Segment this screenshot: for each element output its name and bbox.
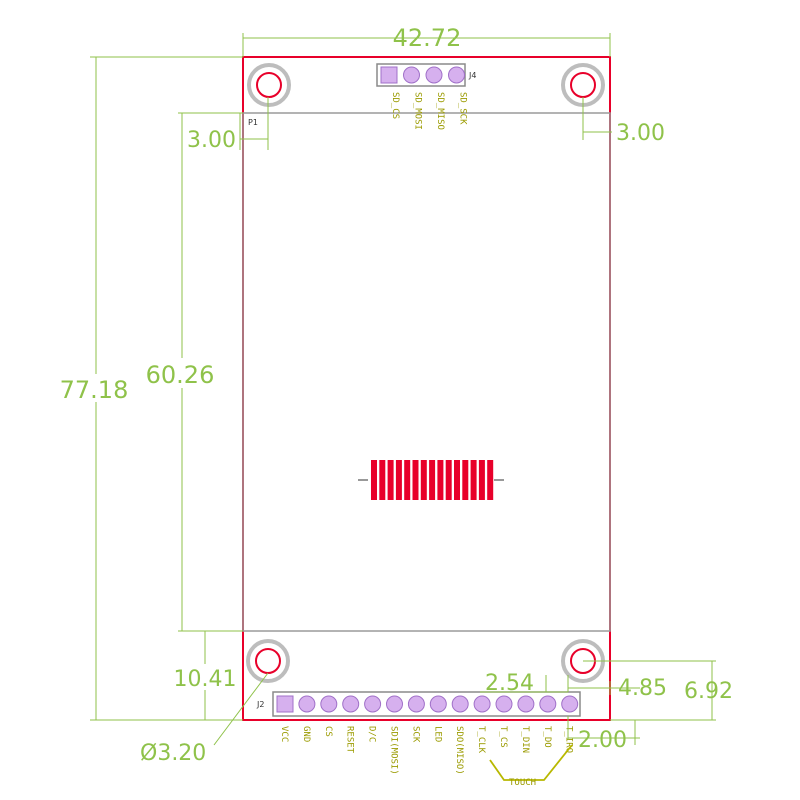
fpc-finger	[445, 460, 452, 500]
mounting-hole-bottom-left	[246, 639, 290, 683]
fpc-finger	[462, 460, 469, 500]
pin-pad	[451, 695, 469, 713]
svg-text:42.72: 42.72	[393, 24, 462, 52]
svg-text:3.00: 3.00	[616, 121, 665, 146]
svg-text:4.85: 4.85	[618, 676, 667, 701]
bottom-header-j2: J2 VCC GND CS RESET D/C SDI(MOSI) SCK LED SDO(MI…	[256, 691, 581, 775]
bottom-pin-label: T_DIN	[520, 726, 530, 753]
bottom-header-ref: J2	[256, 700, 264, 709]
pin-pad	[473, 695, 491, 713]
dimension-edge-offset: 2.00	[567, 716, 640, 753]
fpc-finger	[470, 460, 477, 500]
lcd-area	[242, 112, 611, 632]
pin-pad	[342, 695, 360, 713]
dimension-height: 77.18	[60, 56, 243, 721]
bottom-pin-label: T_DO	[542, 726, 552, 748]
dimension-hole-diameter: Ø3.20	[140, 672, 269, 766]
svg-text:Ø3.20: Ø3.20	[140, 741, 206, 766]
bottom-pin-label: D/C	[367, 726, 377, 742]
fpc-connector	[358, 460, 504, 500]
pin-pad-square	[380, 66, 398, 84]
fpc-finger	[487, 460, 494, 500]
pin-pad	[425, 66, 443, 84]
svg-text:2.00: 2.00	[578, 728, 627, 753]
touch-label: TOUCH	[509, 778, 536, 788]
top-pin-label: SD_MOSI	[413, 92, 423, 130]
dimension-bottom-margin: 10.41	[174, 630, 243, 720]
pin-pad	[429, 695, 447, 713]
pin-pad	[364, 695, 382, 713]
bottom-pin-label: SCK	[410, 726, 420, 743]
bottom-pin-label: CS	[323, 726, 333, 737]
fpc-finger	[429, 460, 436, 500]
pin-pad	[561, 695, 579, 713]
dimension-lcd-height: 60.26	[146, 112, 243, 632]
fpc-finger	[404, 460, 411, 500]
bottom-pin-label: T_CLK	[476, 726, 486, 754]
fpc-finger	[387, 460, 394, 500]
bottom-pin-label: RESET	[345, 726, 355, 754]
svg-text:3.00: 3.00	[187, 128, 236, 153]
top-pin-label: SD_MISO	[435, 92, 445, 130]
top-pin-label: SD_SCK	[458, 92, 468, 125]
pin-pad-square	[276, 695, 294, 713]
svg-text:77.18: 77.18	[60, 376, 129, 404]
dimension-pin-offset: 4.85	[568, 676, 667, 701]
pin-pad	[517, 695, 535, 713]
svg-text:2.54: 2.54	[485, 671, 534, 696]
bottom-pin-label: VCC	[279, 726, 289, 742]
dimension-pin-pitch: 2.54	[480, 671, 569, 696]
pin-pad	[298, 695, 316, 713]
mounting-hole-top-left	[247, 63, 291, 107]
pin-pad	[539, 695, 557, 713]
pin-pad	[407, 695, 425, 713]
svg-text:60.26: 60.26	[146, 361, 215, 389]
dimension-width: 42.72	[242, 24, 611, 57]
bottom-pin-label: SDO(MISO)	[454, 726, 464, 775]
top-pin-label: SD_CS	[390, 92, 400, 119]
bottom-pin-label: LED	[432, 726, 442, 742]
top-header-j4: J4 SD_CS SD_MOSI SD_MISO SD_SCK	[376, 63, 476, 130]
touch-bracket	[489, 744, 573, 781]
pin-pad	[320, 695, 338, 713]
pin-pad	[495, 695, 513, 713]
svg-text:10.41: 10.41	[174, 667, 237, 692]
fpc-finger	[412, 460, 419, 500]
bottom-pin-label: SDI(MOSI)	[389, 726, 399, 775]
fpc-finger	[437, 460, 444, 500]
lcd-ref-label: P1	[248, 118, 258, 127]
fpc-finger	[454, 460, 460, 500]
bottom-pin-label: GND	[301, 726, 311, 742]
fpc-finger	[379, 460, 386, 500]
dimension-hole-offset-right: 3.00	[582, 97, 665, 146]
pin-pad	[403, 66, 420, 84]
fpc-finger	[371, 460, 377, 500]
fpc-finger	[395, 460, 402, 500]
pin-pad	[448, 66, 465, 84]
dimension-header-offset: 6.92	[583, 660, 733, 721]
fpc-finger	[420, 460, 427, 500]
bottom-pin-label: T_CS	[498, 726, 508, 748]
dimension-hole-offset-left: 3.00	[187, 97, 269, 153]
board-outline	[242, 56, 611, 721]
fpc-finger	[478, 460, 485, 500]
pin-pad	[386, 695, 403, 713]
top-header-ref: J4	[468, 71, 476, 80]
bottom-pin-label: T_IRQ	[564, 726, 574, 753]
svg-text:6.92: 6.92	[684, 679, 733, 704]
